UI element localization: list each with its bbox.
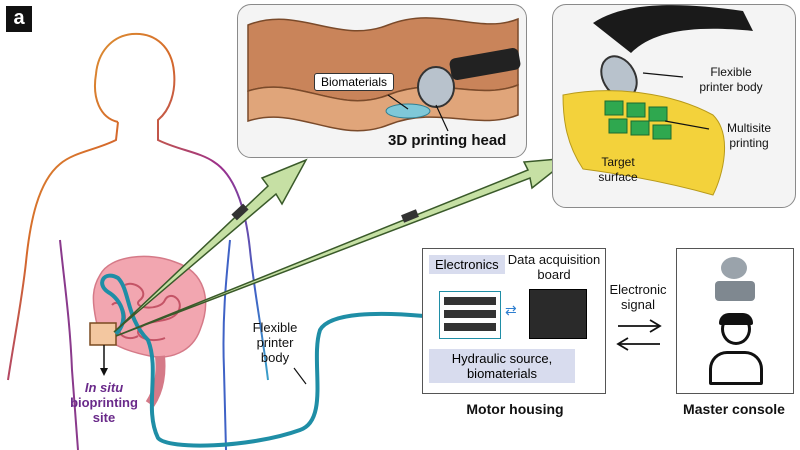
torso-left-outline (59, 239, 79, 450)
printer-modules (439, 291, 501, 339)
human-body-outline (7, 32, 269, 381)
printing-head-label: 3D printing head (388, 132, 507, 149)
target-surface-label: Target surface (598, 155, 638, 184)
hydraulic-source-label: Hydraulic source, biomaterials (429, 349, 575, 383)
flexible-printer-body-cable (100, 273, 425, 448)
flexible-printer-body-label: Flexible printer body (252, 320, 298, 365)
biomaterials-label: Biomaterials (314, 73, 395, 91)
clinician-icon (707, 313, 765, 389)
intestine-inset-panel: Biomaterials 3D printing head (237, 4, 527, 158)
target-surface-inset-panel: Flexible printer body Multisite printing… (552, 4, 796, 208)
flexible-printer-body-inset-label: Flexible printer body (699, 65, 763, 94)
multisite-printing-label: Multisite printing (726, 121, 771, 150)
bioprinting-site-label: bioprinting site (70, 395, 138, 425)
data-acquisition-board-label: Data acquisition board (507, 252, 601, 282)
electronics-label: Electronics (429, 255, 505, 274)
master-console-box (676, 248, 794, 394)
motor-housing-box: Electronics ⇄ Hydraulic source, biomater… (422, 248, 606, 394)
haptic-device-icon (713, 253, 757, 305)
master-console-caption: Master console (683, 401, 785, 417)
electronic-signal-label: Electronic signal (609, 282, 667, 312)
motor-housing-caption: Motor housing (466, 401, 564, 417)
bidirectional-arrow-icon: ⇄ (505, 302, 517, 318)
bioprinting-site-marker (89, 322, 117, 346)
torso-right-outline (222, 239, 231, 450)
data-acquisition-board-image (529, 289, 587, 339)
zoom-arrow-to-intestine-inset (113, 158, 308, 333)
panel-label: a (6, 6, 32, 32)
target-surface-inset-illustration (562, 5, 753, 196)
in-situ-label: In situ (84, 380, 124, 395)
